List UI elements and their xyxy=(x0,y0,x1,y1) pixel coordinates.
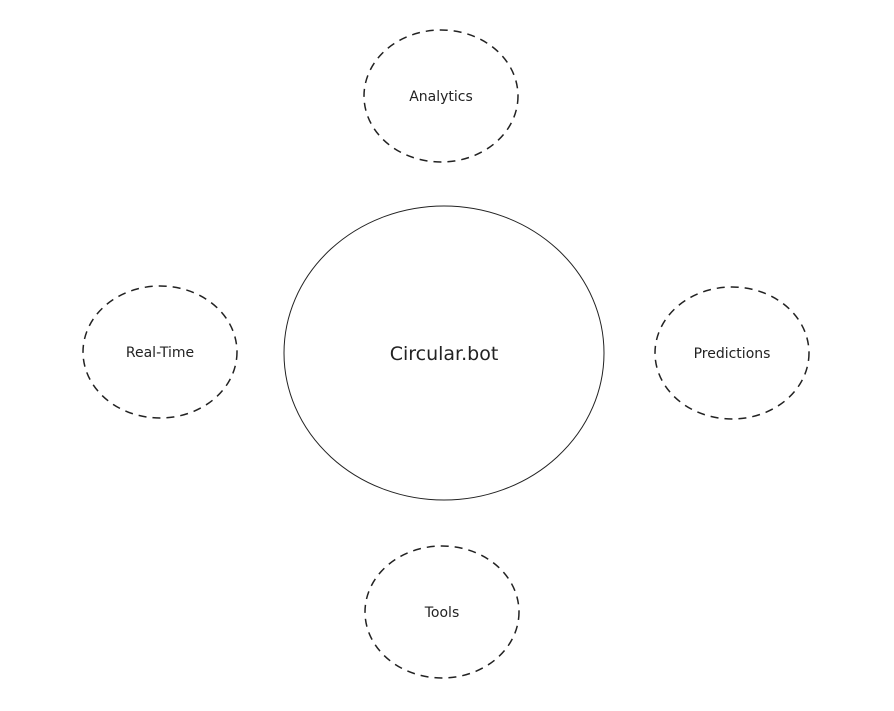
node-predictions[interactable]: Predictions xyxy=(654,286,810,420)
node-analytics[interactable]: Analytics xyxy=(363,29,519,163)
real-time-ellipse xyxy=(82,285,238,419)
node-real-time[interactable]: Real-Time xyxy=(82,285,238,419)
analytics-label: Analytics xyxy=(409,89,473,105)
predictions-label: Predictions xyxy=(694,346,771,362)
node-tools[interactable]: Tools xyxy=(364,545,520,679)
center-ellipse xyxy=(283,205,605,501)
predictions-ellipse xyxy=(654,286,810,420)
real-time-label: Real-Time xyxy=(126,345,194,361)
analytics-ellipse xyxy=(363,29,519,163)
center-node[interactable]: Circular.bot xyxy=(283,205,605,501)
center-label: Circular.bot xyxy=(390,343,499,365)
tools-label: Tools xyxy=(424,605,460,621)
tools-ellipse xyxy=(364,545,520,679)
